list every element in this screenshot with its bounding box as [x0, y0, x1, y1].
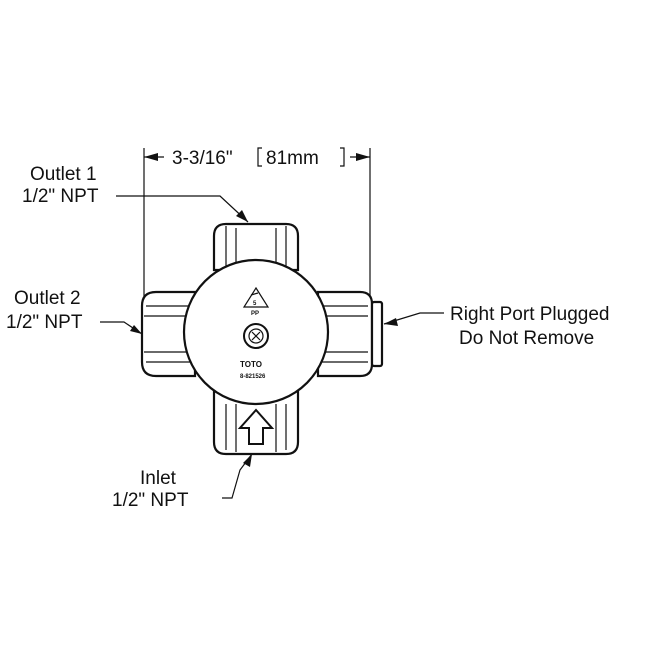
- part-number-marking: 8-821526: [240, 374, 266, 380]
- outlet1-port: [212, 222, 300, 272]
- recycle-icon: 5 PP: [242, 286, 270, 317]
- outlet2-size: 1/2" NPT: [6, 312, 83, 333]
- callout-inlet: Inlet 1/2" NPT: [112, 453, 253, 511]
- right-port-label: Right Port Plugged: [450, 304, 610, 325]
- outlet2-port: [140, 290, 197, 378]
- callout-outlet1: Outlet 1 1/2" NPT: [22, 164, 249, 223]
- flow-arrow-icon: [237, 408, 275, 445]
- right-port-warning: Do Not Remove: [459, 328, 594, 349]
- valve-body: [182, 258, 330, 406]
- recycle-code: 5: [253, 301, 257, 307]
- dimension-metric: 81mm: [266, 148, 319, 169]
- outlet1-size: 1/2" NPT: [22, 186, 99, 207]
- port-plug: [370, 300, 384, 368]
- dimension-arrow-right: [356, 153, 370, 161]
- outlet2-label: Outlet 2: [14, 288, 81, 309]
- width-dimension: 3-3/16" 81mm: [143, 147, 371, 300]
- inlet-size: 1/2" NPT: [112, 490, 189, 511]
- dimension-imperial: 3-3/16": [172, 148, 233, 169]
- dimension-arrow-left: [144, 153, 158, 161]
- callout-right-port: Right Port Plugged Do Not Remove: [383, 304, 610, 349]
- callout-outlet2: Outlet 2 1/2" NPT: [6, 288, 143, 335]
- center-screw-icon: [243, 323, 269, 349]
- right-port-plugged: [316, 290, 384, 378]
- outlet1-label: Outlet 1: [30, 164, 97, 185]
- inlet-label: Inlet: [140, 468, 177, 489]
- brand-marking: TOTO: [240, 360, 262, 369]
- material-code: PP: [251, 311, 259, 317]
